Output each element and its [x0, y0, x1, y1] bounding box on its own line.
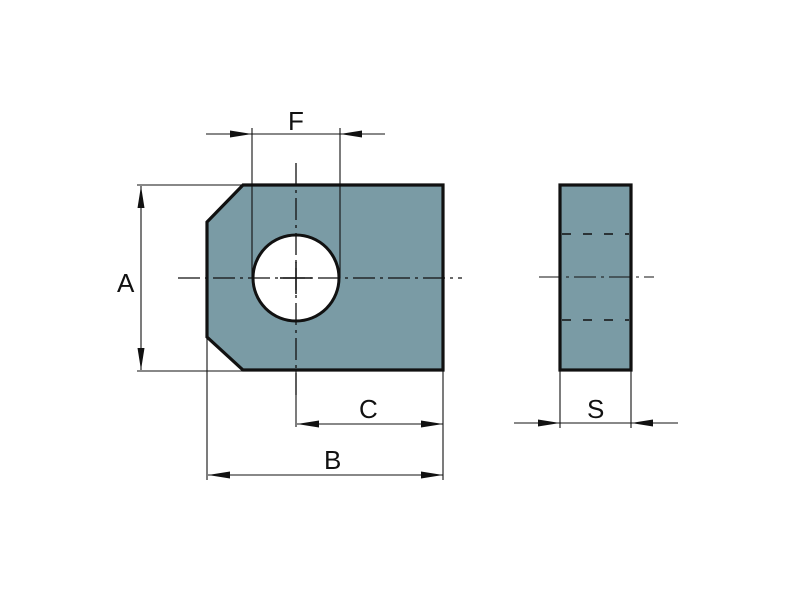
- dimension-a: A: [115, 184, 243, 372]
- side-view: [539, 183, 654, 372]
- dimension-label-s: S: [587, 394, 604, 424]
- dimension-b: B: [208, 445, 443, 479]
- dimension-c: C: [206, 337, 444, 480]
- dimension-label-f: F: [288, 106, 304, 136]
- front-view: [178, 163, 462, 400]
- dimension-f: F: [206, 106, 385, 278]
- dimension-label-a: A: [117, 268, 135, 298]
- dimension-label-c: C: [359, 394, 378, 424]
- dimension-label-b: B: [324, 445, 341, 475]
- dimension-s: S: [514, 370, 678, 428]
